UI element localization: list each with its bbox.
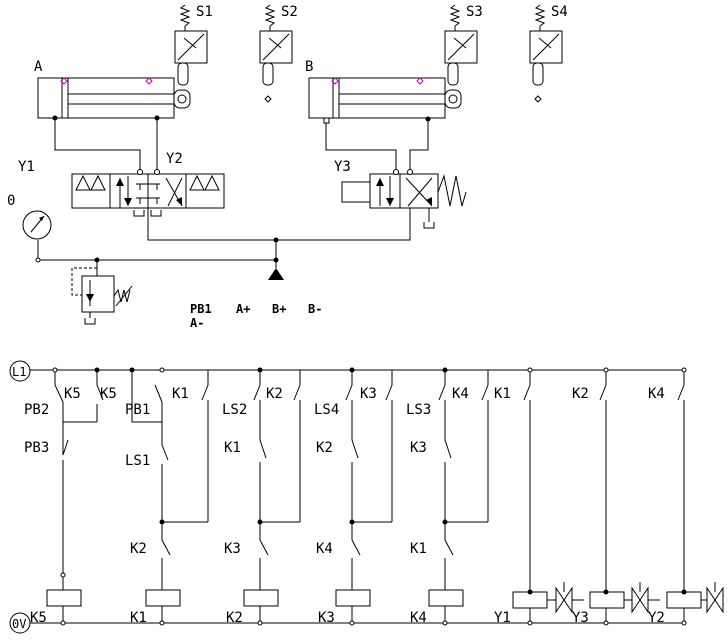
rung-1: PB2 K5 K5 PB3 K5 <box>24 367 117 626</box>
rail-l1-label: L1 <box>12 365 26 379</box>
contact-k1-rung5: K1 <box>410 541 427 557</box>
contact-k4-y2: K4 <box>648 386 665 402</box>
contact-pb2: PB2 <box>24 402 49 418</box>
contact-ls3: LS3 <box>406 402 431 418</box>
limit-switch-s4: S4 <box>529 4 568 103</box>
contact-k2-rung2: K2 <box>130 541 147 557</box>
contact-k1-y1: K1 <box>494 386 511 402</box>
contact-ls2: LS2 <box>222 402 247 418</box>
y3-label: Y3 <box>334 159 351 175</box>
contact-k3-rung5: K3 <box>410 440 427 456</box>
contact-k5-a: K5 <box>64 386 81 402</box>
power-rails: L1 0V <box>9 360 684 634</box>
sequence-pb1: PB1 <box>190 302 212 316</box>
coil-k3-label: K3 <box>318 610 335 626</box>
limit-switch-s1: S1 <box>174 4 213 86</box>
s2-label: S2 <box>281 4 298 20</box>
cylinder-a-label: A <box>34 59 43 75</box>
s4-label: S4 <box>551 4 568 20</box>
contact-k1-self: K1 <box>172 386 189 402</box>
contact-k5-b: K5 <box>100 386 117 402</box>
rung-7: K2 Y2 <box>572 367 665 626</box>
valve-5-2-b: Y3 <box>334 159 467 229</box>
rung-2: PB1 K1 LS1 K2 K1 <box>125 367 209 626</box>
air-lines-upper <box>54 118 429 172</box>
contact-pb1: PB1 <box>125 402 150 418</box>
cylinder-b: B <box>305 59 462 124</box>
contact-k4-rung4: K4 <box>316 541 333 557</box>
rung-5: LS3 K4 K3 K1 K4 <box>406 367 489 626</box>
supply-lines <box>35 208 411 280</box>
y2-label: Y2 <box>166 151 183 167</box>
rung-8: K4 <box>648 367 724 626</box>
rail-0v-label: 0V <box>12 617 26 631</box>
s1-label: S1 <box>196 4 213 20</box>
y1-label: Y1 <box>18 159 35 175</box>
coil-k5-label: K5 <box>30 610 47 626</box>
coil-k1-label: K1 <box>130 610 147 626</box>
contact-ls1: LS1 <box>125 453 150 469</box>
pressure-gauge: 0 <box>7 193 52 240</box>
contact-k3-rung3: K3 <box>224 541 241 557</box>
valve-y2-label: Y2 <box>648 610 665 626</box>
sequence-b-minus: B- <box>308 302 322 316</box>
contact-ls4: LS4 <box>314 402 339 418</box>
contact-k1-rung3: K1 <box>224 440 241 456</box>
contact-k2-rung4: K2 <box>316 440 333 456</box>
valve-y3-label: Y3 <box>572 610 589 626</box>
sequence-a-plus: A+ <box>236 302 250 316</box>
rung-4: LS4 K3 K2 K4 K3 <box>314 367 393 626</box>
s3-label: S3 <box>466 4 483 20</box>
rung-6: K1 Y1 Y3 <box>494 367 589 626</box>
cylinder-b-label: B <box>305 59 313 75</box>
contact-k4-self: K4 <box>452 386 469 402</box>
coil-k4-label: K4 <box>410 610 427 626</box>
contact-k3-self: K3 <box>360 386 377 402</box>
cylinder-a: A <box>34 59 191 121</box>
sequence-a-minus: A- <box>190 316 204 330</box>
sequence-b-plus: B+ <box>272 302 286 316</box>
contact-pb3: PB3 <box>24 440 49 456</box>
valve-5-3-a: Y1 Y2 <box>18 151 225 232</box>
contact-k2-y3: K2 <box>572 386 589 402</box>
coil-y1-label: Y1 <box>494 610 511 626</box>
contact-k2-self: K2 <box>266 386 283 402</box>
limit-switch-s3: S3 <box>444 4 483 86</box>
pressure-relief-valve <box>71 267 133 325</box>
limit-switch-s2: S2 <box>259 4 298 103</box>
coil-k2-label: K2 <box>226 610 243 626</box>
gauge-label: 0 <box>7 193 15 209</box>
sequence-notation: PB1 A+ B+ B- A- <box>190 302 322 330</box>
rung-3: LS2 K2 K1 K3 K2 <box>222 367 301 626</box>
